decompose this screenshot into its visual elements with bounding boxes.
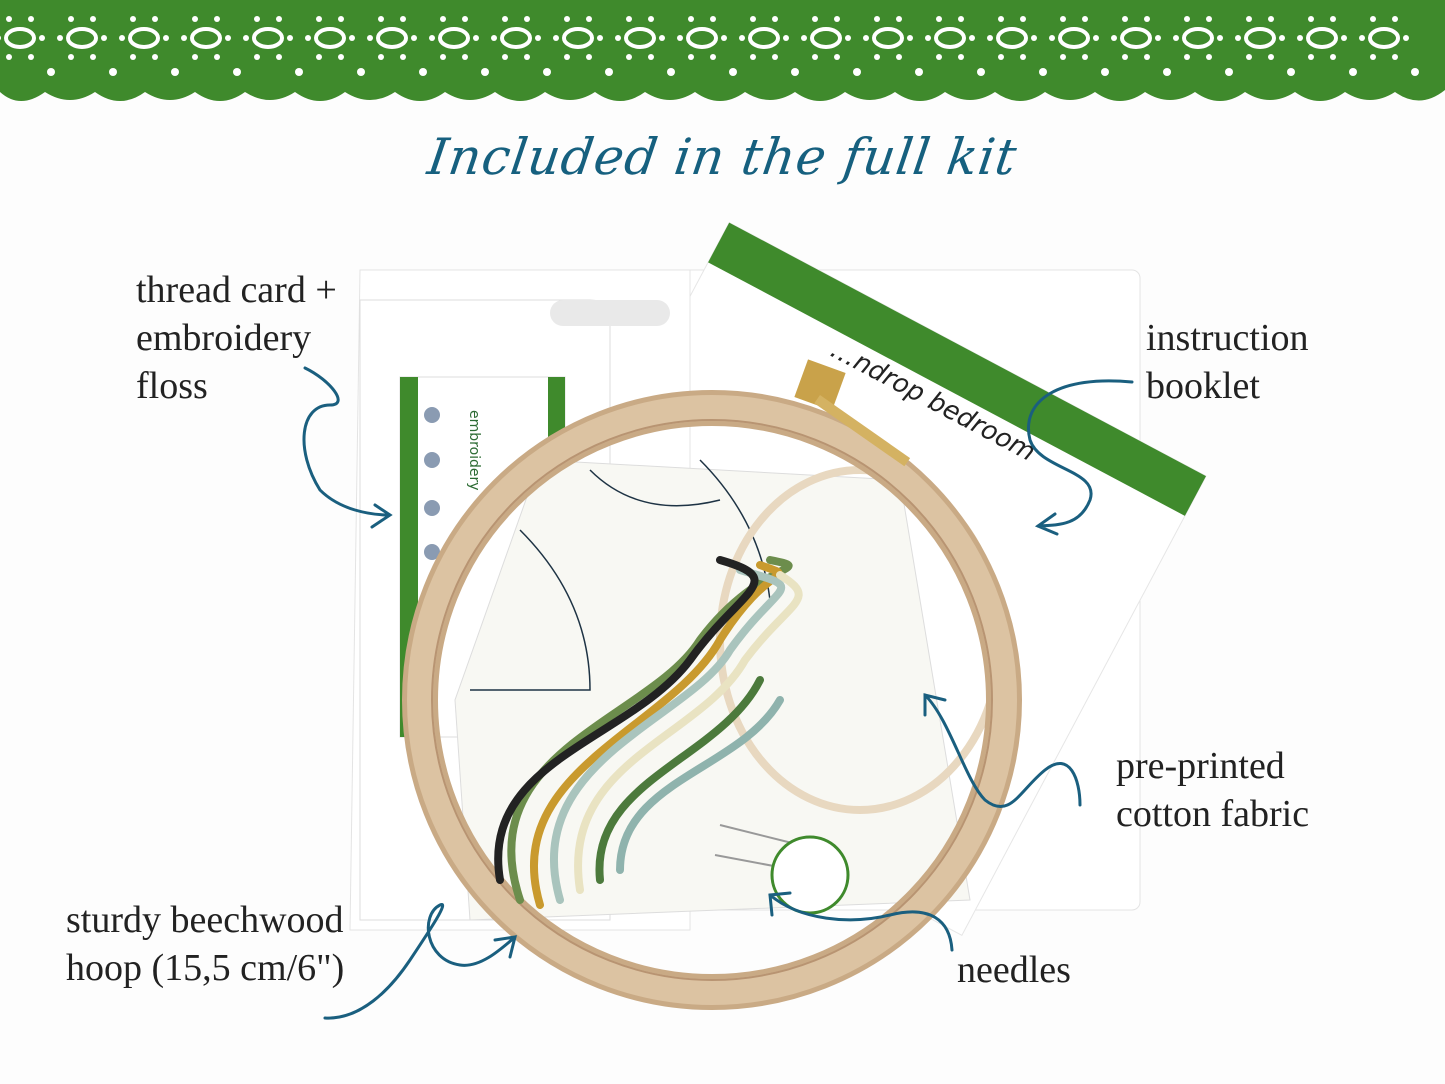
beechwood-hoop: [402, 359, 1022, 1010]
label-instruction-booklet: instruction booklet: [1146, 317, 1309, 407]
arrow-hoop: [323, 903, 518, 1020]
label-hoop: sturdy beechwood hoop (15,5 cm/6"): [66, 899, 345, 989]
label-fabric: pre-printed cotton fabric: [1116, 745, 1310, 835]
arrow-booklet: [1027, 379, 1134, 536]
label-needles: needles: [957, 949, 1071, 991]
brand-logo: [770, 835, 850, 915]
arrow-needles: [768, 891, 954, 952]
label-thread-card: thread card + embroidery floss: [136, 269, 337, 407]
arrow-fabric: [923, 693, 1082, 808]
arrow-thread-card: [302, 366, 393, 529]
embroidery-floss: [494, 556, 803, 909]
thread-card-text: embroidery: [466, 410, 482, 491]
green-lace-border: [0, 0, 1445, 101]
